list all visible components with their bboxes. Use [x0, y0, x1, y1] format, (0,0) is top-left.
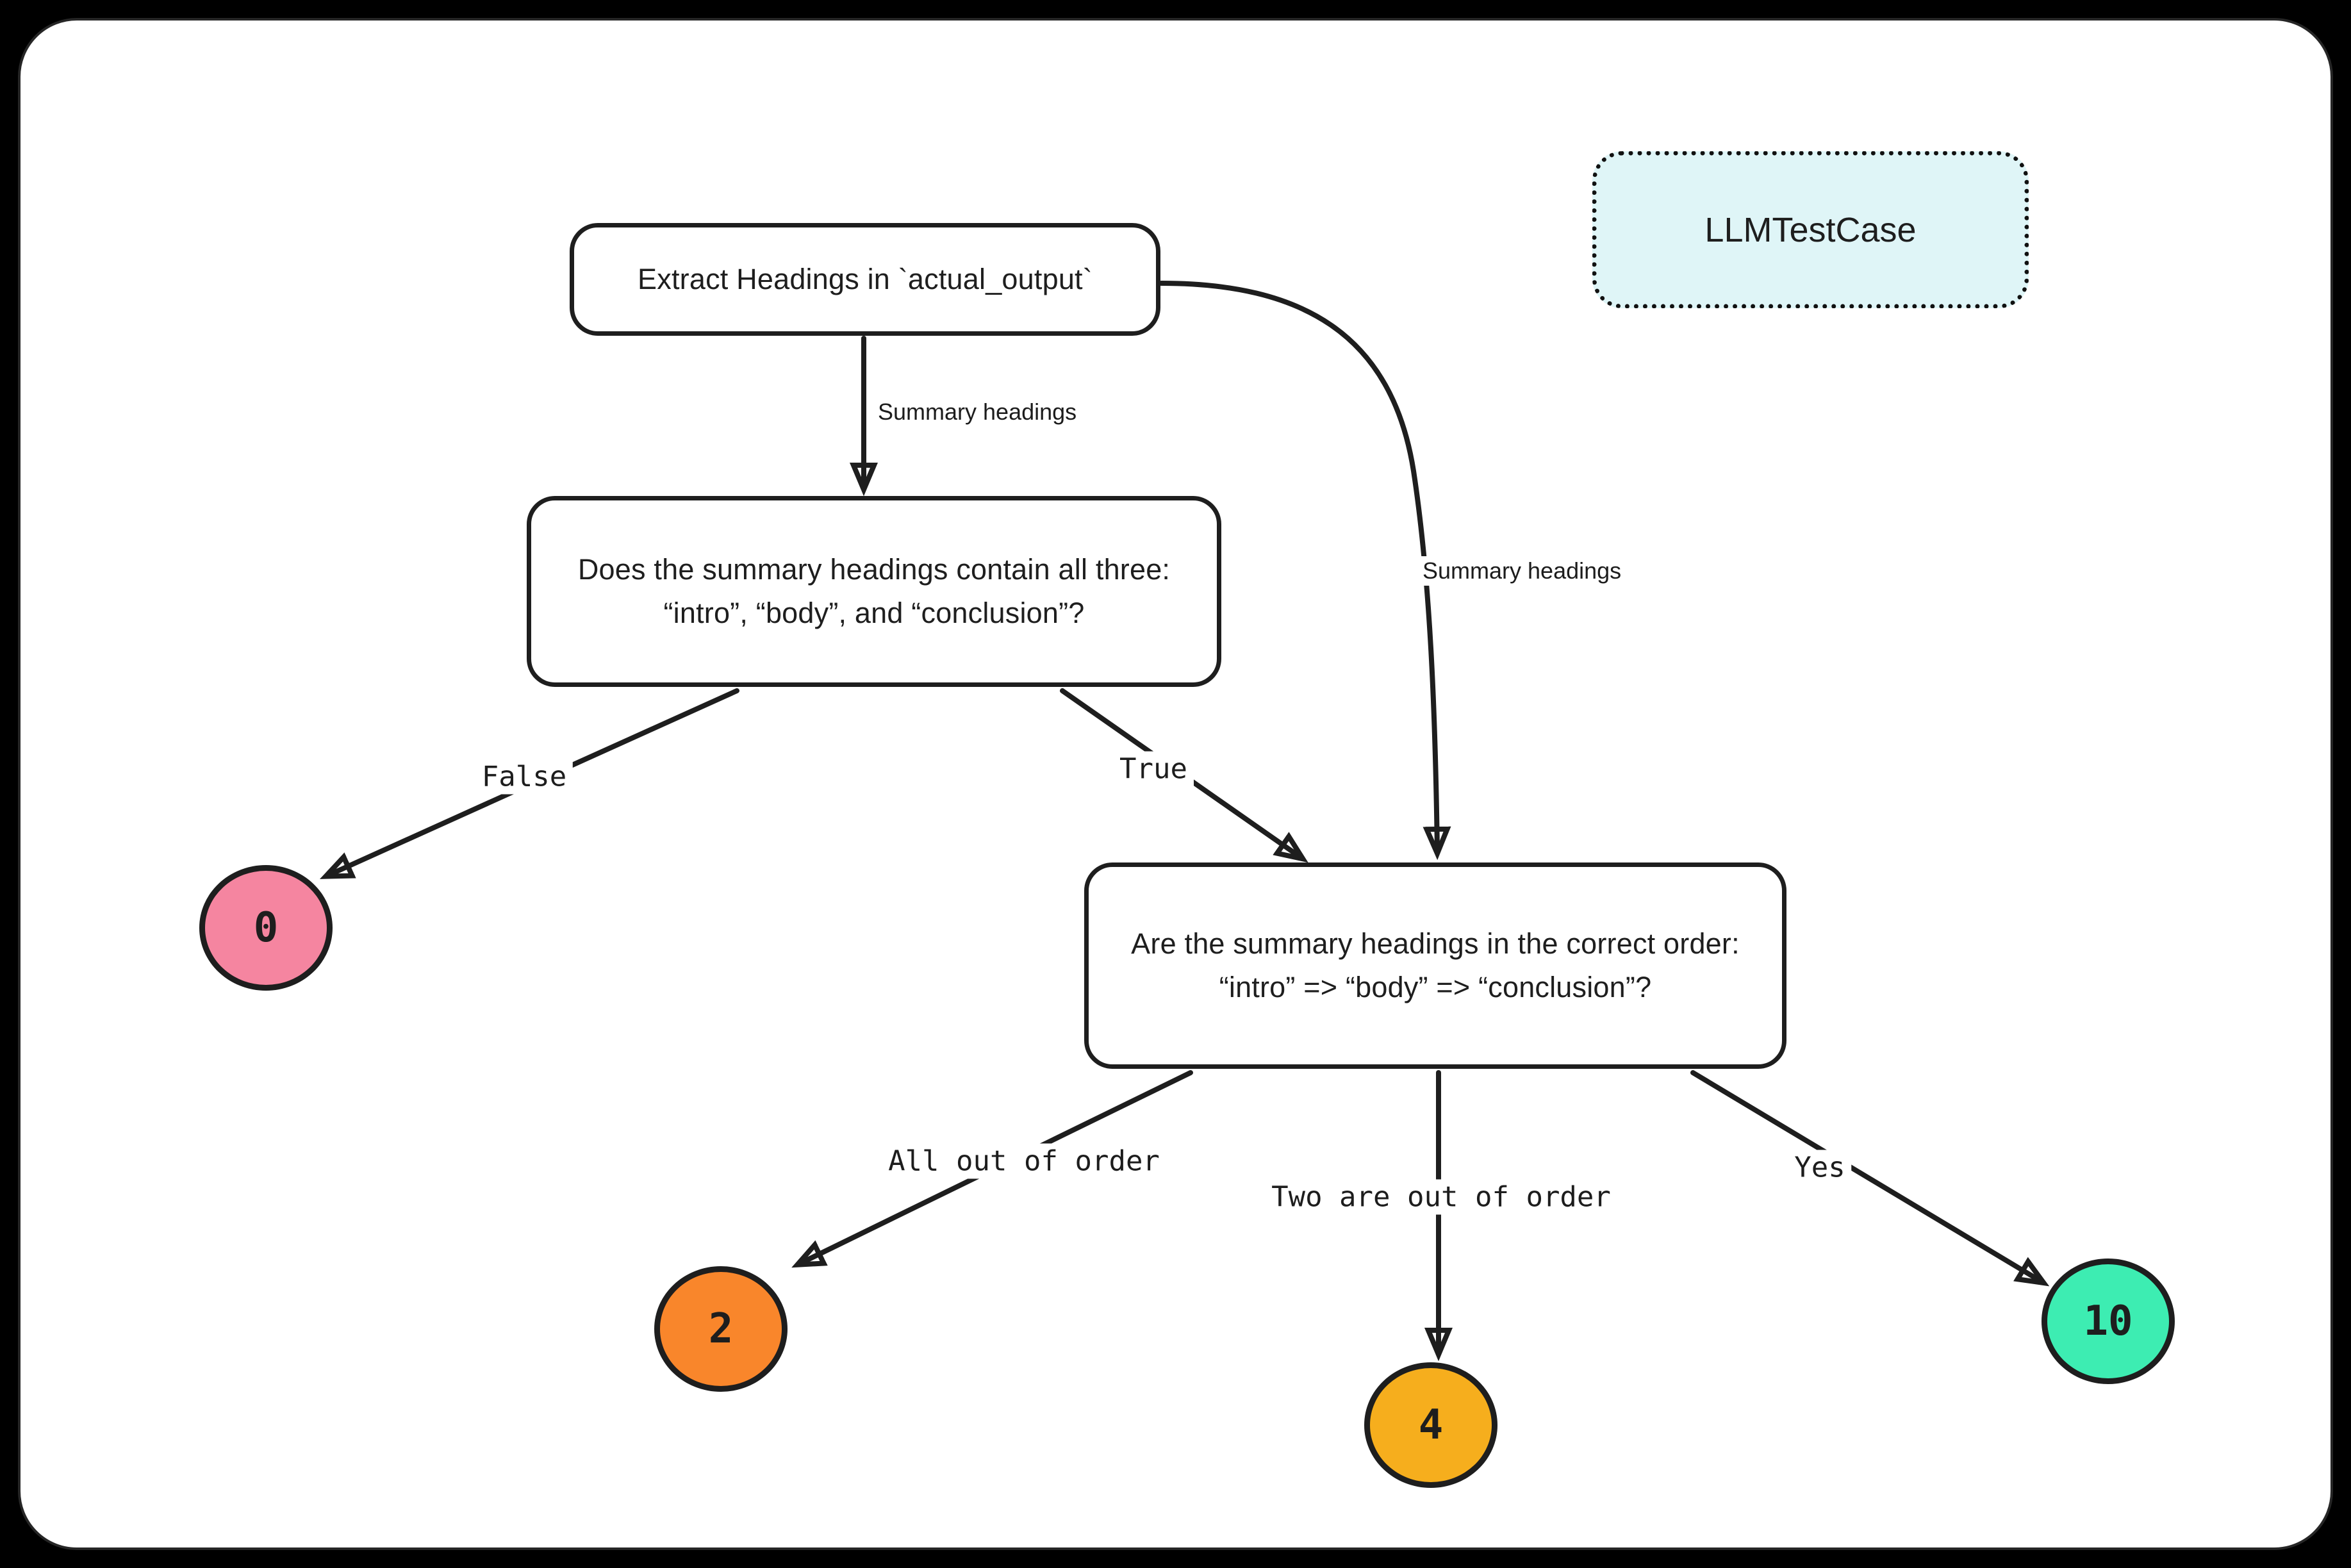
edge-label-false: False: [475, 759, 573, 795]
edge-label-two-out-of-order: Two are out of order: [1265, 1179, 1617, 1215]
terminal-score-0-value: 0: [253, 904, 279, 952]
llm-test-case-legend: LLMTestCase: [1592, 151, 2029, 308]
node-order-line2: “intro” => “body” => “conclusion”?: [1219, 971, 1652, 1003]
edge-label-summary-headings-2: Summary headings: [1417, 556, 1627, 586]
terminal-score-2-value: 2: [708, 1305, 734, 1353]
terminal-score-2: 2: [654, 1266, 788, 1392]
terminal-score-4-value: 4: [1418, 1401, 1444, 1449]
node-correct-order: Are the summary headings in the correct …: [1084, 862, 1786, 1069]
node-contains-line2: “intro”, “body”, and “conclusion”?: [663, 597, 1085, 629]
terminal-score-10-value: 10: [2083, 1298, 2133, 1345]
llm-test-case-label: LLMTestCase: [1704, 210, 1917, 249]
edge-label-all-out-of-order: All out of order: [882, 1143, 1166, 1179]
node-contains-line1: Does the summary headings contain all th…: [577, 552, 1171, 586]
node-extract-headings: Extract Headings in `actual_output`: [570, 223, 1160, 336]
terminal-score-0: 0: [199, 865, 333, 991]
node-contains-all-three: Does the summary headings contain all th…: [527, 496, 1221, 687]
edge-label-summary-headings-1: Summary headings: [873, 397, 1082, 427]
edge-label-true: True: [1113, 751, 1194, 787]
edge-label-yes: Yes: [1788, 1150, 1852, 1185]
terminal-score-10: 10: [2042, 1259, 2175, 1384]
node-order-line1: Are the summary headings in the correct …: [1131, 927, 1740, 960]
node-extract-headings-label: Extract Headings in `actual_output`: [638, 262, 1093, 295]
terminal-score-4: 4: [1364, 1362, 1497, 1488]
